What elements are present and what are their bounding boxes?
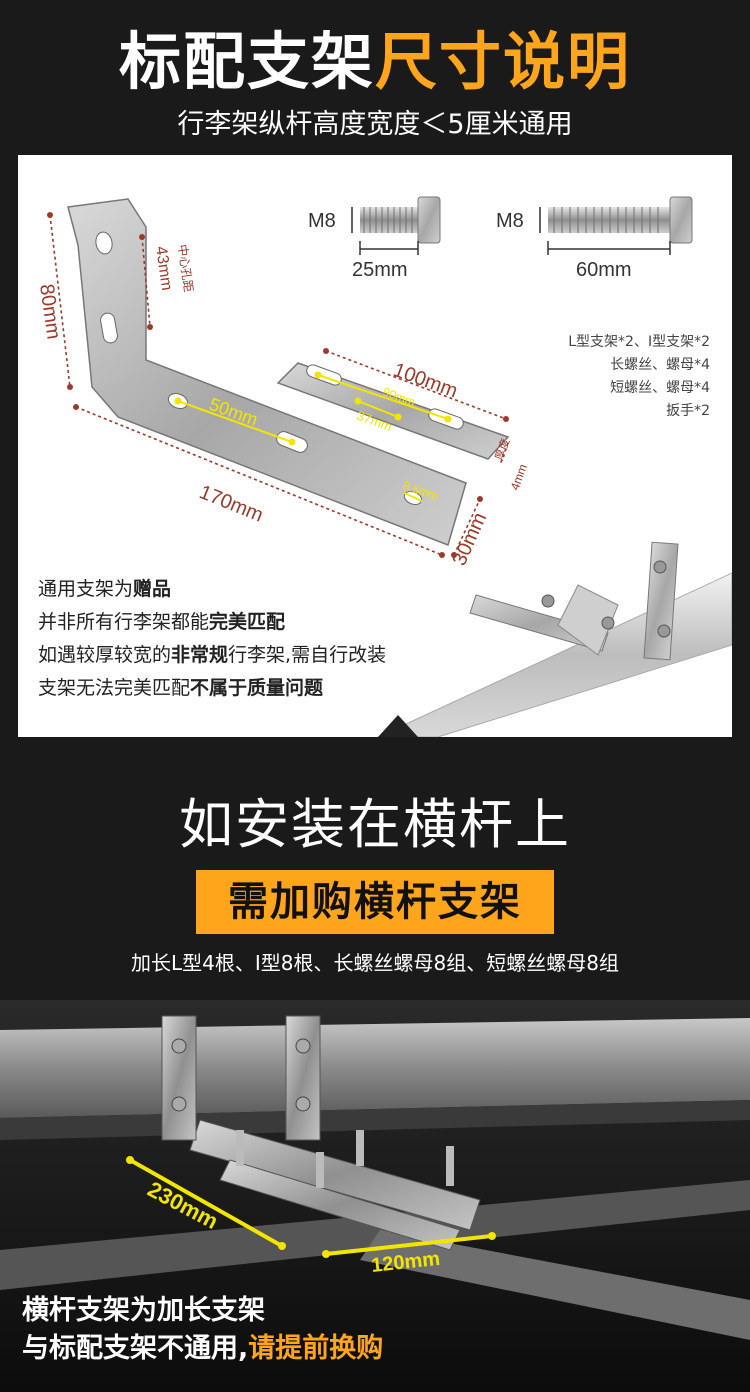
note-line: 支架无法完美匹配不属于质量问题 (38, 677, 324, 699)
page-subtitle: 行李架纵杆高度宽度＜5厘米通用 (177, 109, 573, 140)
rail-illustration (377, 541, 732, 737)
bolt-short-spec: M8 (308, 210, 336, 232)
dim-43-label: 43mm (152, 245, 175, 291)
bolt-long-length: 60mm (576, 259, 632, 281)
crossbar-illustration: 230mm 120mm (0, 1000, 750, 1392)
long-bolt (539, 196, 693, 255)
top-section: 标配支架尺寸说明 行李架纵杆高度宽度＜5厘米通用 (18, 25, 732, 737)
kit-item: 长螺丝、螺母*4 (610, 357, 710, 373)
dim-thick-value: 4mm (508, 462, 530, 492)
bolt-short-length: 25mm (352, 259, 408, 281)
section2-subtitle: 加长L型4根、I型8根、长螺丝螺母8组、短螺丝螺母8组 (131, 951, 619, 975)
dim-43-note: 中心孔距 (175, 243, 197, 293)
bracket-diagram: 80mm 43mm 中心孔距 50mm 170mm 30mm 8.5mm 100… (35, 196, 732, 737)
kit-list: L型支架*2、I型支架*2 长螺丝、螺母*4 短螺丝、螺母*4 扳手*2 (568, 331, 710, 423)
notes-list: 通用支架为赠品 并非所有行李架都能完美匹配 如遇较厚较宽的非常规行李架,需自行改… (38, 573, 386, 705)
section2-badge: 需加购横杆支架 (196, 870, 554, 934)
kit-item: 短螺丝、螺母*4 (610, 380, 710, 396)
footer-line1: 横杆支架为加长支架 (22, 1295, 265, 1326)
kit-item: L型支架*2、I型支架*2 (568, 334, 710, 350)
bolt-long-spec: M8 (496, 210, 524, 232)
dimension-panel: 80mm 43mm 中心孔距 50mm 170mm 30mm 8.5mm 100… (18, 155, 732, 737)
note-line: 如遇较厚较宽的非常规行李架,需自行改装 (38, 644, 387, 666)
short-bolt (351, 196, 441, 255)
dim-80-label: 80mm (35, 283, 65, 341)
footer-notice: 横杆支架为加长支架 与标配支架不通用,请提前换购 (22, 1292, 383, 1368)
footer-line2: 与标配支架不通用,请提前换购 (22, 1333, 384, 1364)
l-bracket (67, 198, 467, 546)
kit-item: 扳手*2 (666, 403, 710, 419)
crossbar-photo: 230mm 120mm (0, 1000, 750, 1392)
section2-title: 如安装在横杆上 (179, 793, 571, 856)
page-title: 标配支架尺寸说明 (118, 25, 632, 98)
note-line: 通用支架为赠品 (38, 578, 172, 600)
dim-170-label: 170mm (196, 481, 266, 526)
note-line: 并非所有行李架都能完美匹配 (38, 611, 286, 633)
